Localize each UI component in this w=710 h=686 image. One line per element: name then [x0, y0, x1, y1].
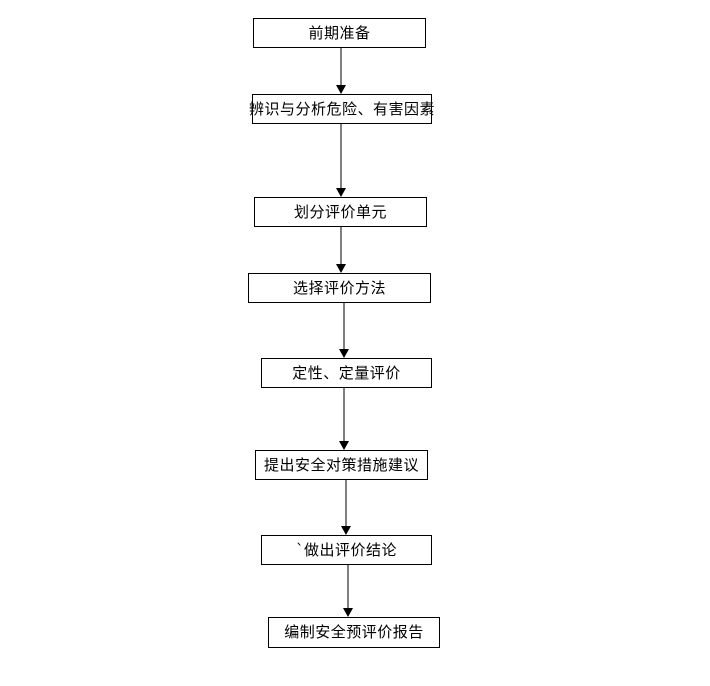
flow-node-n3: 划分评价单元 — [254, 197, 427, 227]
arrowhead-down-icon — [336, 85, 346, 94]
flow-node-n1: 前期准备 — [253, 18, 426, 48]
arrowhead-down-icon — [341, 526, 351, 535]
flow-node-n5: 定性、定量评价 — [261, 358, 432, 388]
connector-line — [347, 565, 349, 609]
arrowhead-down-icon — [336, 264, 346, 273]
connector-line — [340, 48, 342, 86]
connector-line — [343, 388, 345, 442]
flow-node-label: 定性、定量评价 — [292, 363, 401, 382]
flow-node-n6: 提出安全对策措施建议 — [255, 450, 428, 480]
flow-node-label: 辨识与分析危险、有害因素 — [249, 99, 436, 118]
connector-line — [340, 227, 342, 265]
flow-node-label: 前期准备 — [308, 23, 371, 42]
flow-node-label: 提出安全对策措施建议 — [263, 455, 419, 474]
arrowhead-down-icon — [339, 441, 349, 450]
arrowhead-down-icon — [336, 188, 346, 197]
flow-node-label: `做出评价结论 — [295, 540, 397, 559]
connector-line — [340, 124, 342, 189]
flow-node-n2: 辨识与分析危险、有害因素 — [249, 94, 436, 124]
flow-node-label: 编制安全预评价报告 — [284, 623, 424, 641]
connector-line — [345, 480, 347, 527]
flow-node-n7: `做出评价结论 — [261, 535, 432, 565]
arrowhead-down-icon — [343, 608, 353, 617]
flow-node-n8: 编制安全预评价报告 — [268, 617, 440, 648]
flow-node-label: 选择评价方法 — [292, 278, 386, 297]
connector-line — [343, 303, 345, 350]
flow-node-label: 划分评价单元 — [293, 202, 387, 221]
arrowhead-down-icon — [339, 349, 349, 358]
flow-node-n4: 选择评价方法 — [248, 273, 431, 303]
